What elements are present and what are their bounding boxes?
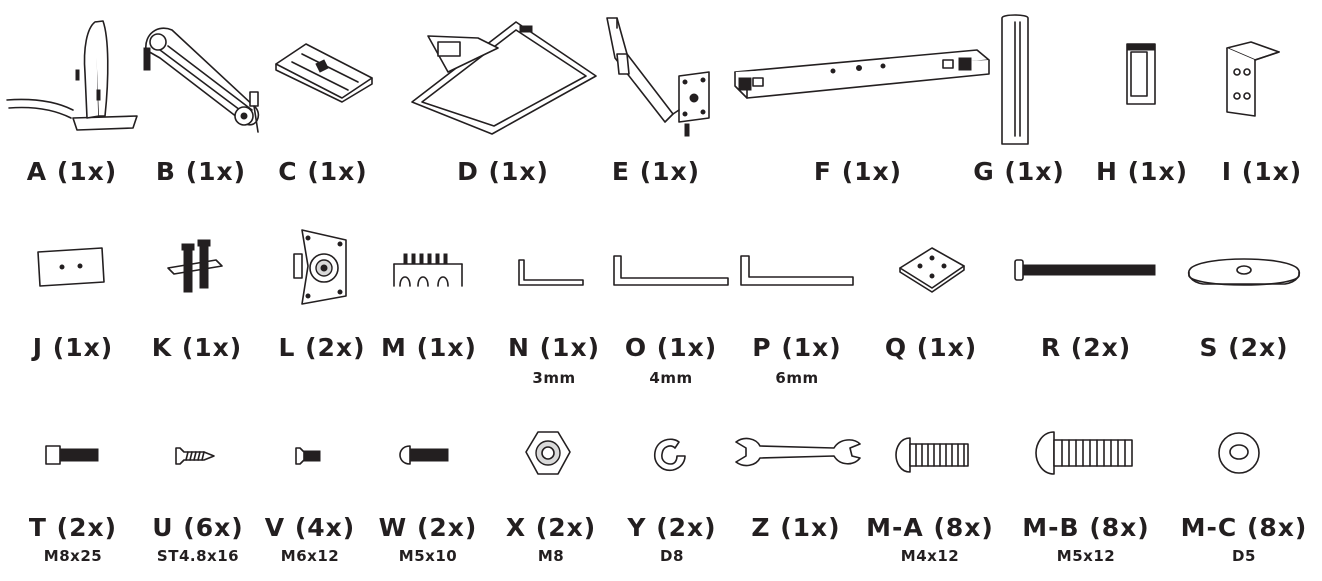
part-s-illustration (1185, 252, 1303, 292)
part-o-illustration (610, 252, 732, 290)
part-n-size: 3mm (532, 369, 576, 387)
part-w-illustration (398, 444, 450, 466)
part-a-label: A (1x) (26, 157, 118, 186)
part-m-b-label: M-B (8x) (1022, 513, 1150, 542)
part-b-label: B (1x) (155, 157, 247, 186)
part-e-label: E (1x) (611, 157, 701, 186)
part-q-label: Q (1x) (884, 333, 978, 362)
part-k-illustration (164, 240, 228, 296)
part-m-label: M (1x) (381, 333, 477, 362)
part-p-illustration (737, 252, 857, 290)
part-m-b-illustration (1034, 428, 1136, 478)
part-x-illustration (524, 428, 572, 478)
part-x-size: M8 (537, 547, 565, 565)
part-m-c-label: M-C (8x) (1180, 513, 1308, 542)
part-a-illustration (5, 18, 140, 136)
part-p-label: P (1x) (752, 333, 842, 362)
part-w-label: W (2x) (378, 513, 478, 542)
part-d-illustration (408, 18, 600, 136)
part-b-illustration (138, 20, 266, 138)
part-y-illustration (649, 434, 689, 474)
part-m-a-illustration (894, 434, 972, 476)
part-y-size: D8 (660, 547, 684, 565)
part-s-label: S (2x) (1199, 333, 1289, 362)
part-g-label: G (1x) (973, 157, 1065, 186)
part-c-label: C (1x) (278, 157, 368, 186)
part-m-b-size: M5x12 (1056, 547, 1116, 565)
part-u-size: ST4.8x16 (156, 547, 240, 565)
part-f-illustration (733, 46, 991, 104)
part-u-label: U (6x) (152, 513, 244, 542)
part-q-illustration (896, 244, 968, 294)
part-e-illustration (603, 14, 715, 138)
part-j-label: J (1x) (32, 333, 114, 362)
part-v-size: M6x12 (280, 547, 340, 565)
part-c-illustration (272, 40, 375, 102)
part-m-c-size: D5 (1232, 547, 1256, 565)
part-y-label: Y (2x) (627, 513, 717, 542)
part-o-label: O (1x) (624, 333, 718, 362)
part-t-illustration (44, 444, 100, 466)
part-n-label: N (1x) (508, 333, 600, 362)
part-w-size: M5x10 (398, 547, 458, 565)
part-m-illustration (390, 250, 466, 290)
part-f-label: F (1x) (813, 157, 903, 186)
part-n-illustration (515, 256, 587, 290)
part-o-size: 4mm (649, 369, 693, 387)
part-v-label: V (4x) (264, 513, 356, 542)
part-h-illustration (1121, 40, 1161, 108)
part-t-size: M8x25 (43, 547, 103, 565)
part-m-c-illustration (1216, 430, 1262, 476)
part-k-label: K (1x) (151, 333, 243, 362)
part-z-illustration (734, 434, 862, 470)
part-l-label: L (2x) (278, 333, 366, 362)
part-i-label: I (1x) (1221, 157, 1303, 186)
part-i-illustration (1223, 38, 1283, 118)
part-h-label: H (1x) (1096, 157, 1188, 186)
part-d-label: D (1x) (457, 157, 549, 186)
part-g-illustration (998, 12, 1034, 148)
part-u-illustration (174, 446, 216, 466)
part-v-illustration (294, 446, 322, 466)
part-m-a-label: M-A (8x) (866, 513, 994, 542)
part-j-illustration (34, 246, 108, 288)
part-l-illustration (288, 226, 350, 306)
part-x-label: X (2x) (505, 513, 597, 542)
part-r-label: R (2x) (1040, 333, 1132, 362)
part-p-size: 6mm (775, 369, 819, 387)
part-m-a-size: M4x12 (900, 547, 960, 565)
part-z-label: Z (1x) (751, 513, 841, 542)
part-r-illustration (1013, 258, 1159, 282)
part-t-label: T (2x) (28, 513, 118, 542)
